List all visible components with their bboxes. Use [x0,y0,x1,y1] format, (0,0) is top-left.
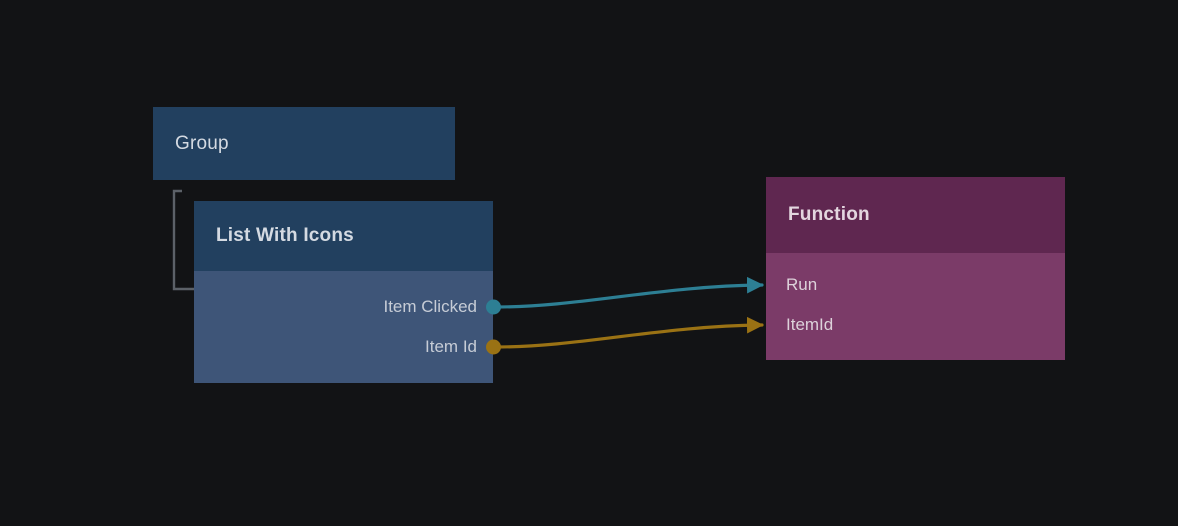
output-port-item-clicked[interactable]: Item Clicked [194,287,501,327]
output-port-item-clicked-label: Item Clicked [383,297,477,316]
node-group-header[interactable]: Group [153,107,455,180]
node-group[interactable]: Group [153,107,455,180]
input-port-run-arrow-icon[interactable] [748,277,764,293]
output-port-item-id-dot-icon[interactable] [486,339,501,355]
node-list-with-icons-title: List With Icons [216,225,354,246]
input-port-run-label: Run [786,275,818,294]
connection-wire-item-id-itemid[interactable] [494,316,764,349]
node-function-input-ports: Run ItemId [748,253,1065,345]
output-port-item-id-label: Item Id [425,337,477,356]
output-port-item-id[interactable]: Item Id [194,327,501,367]
group-bracket-icon [172,189,194,291]
group-bracket-path [172,189,194,291]
input-port-run[interactable]: Run [748,265,1065,305]
node-function[interactable]: Function Run ItemId [748,177,1065,360]
input-port-itemid[interactable]: ItemId [748,305,1065,345]
node-list-with-icons-header[interactable]: List With Icons [194,201,493,271]
node-function-header[interactable]: Function [766,177,1065,253]
input-port-itemid-arrow-icon[interactable] [748,317,764,333]
node-list-with-icons[interactable]: List With Icons Item Clicked Item Id [194,201,501,383]
node-function-title: Function [788,204,870,225]
input-port-itemid-label: ItemId [786,315,834,334]
connection-wire-item-clicked-run[interactable] [494,276,764,309]
node-group-title: Group [175,132,229,154]
node-list-with-icons-output-ports: Item Clicked Item Id [194,271,501,367]
output-port-item-clicked-dot-icon[interactable] [486,299,501,315]
